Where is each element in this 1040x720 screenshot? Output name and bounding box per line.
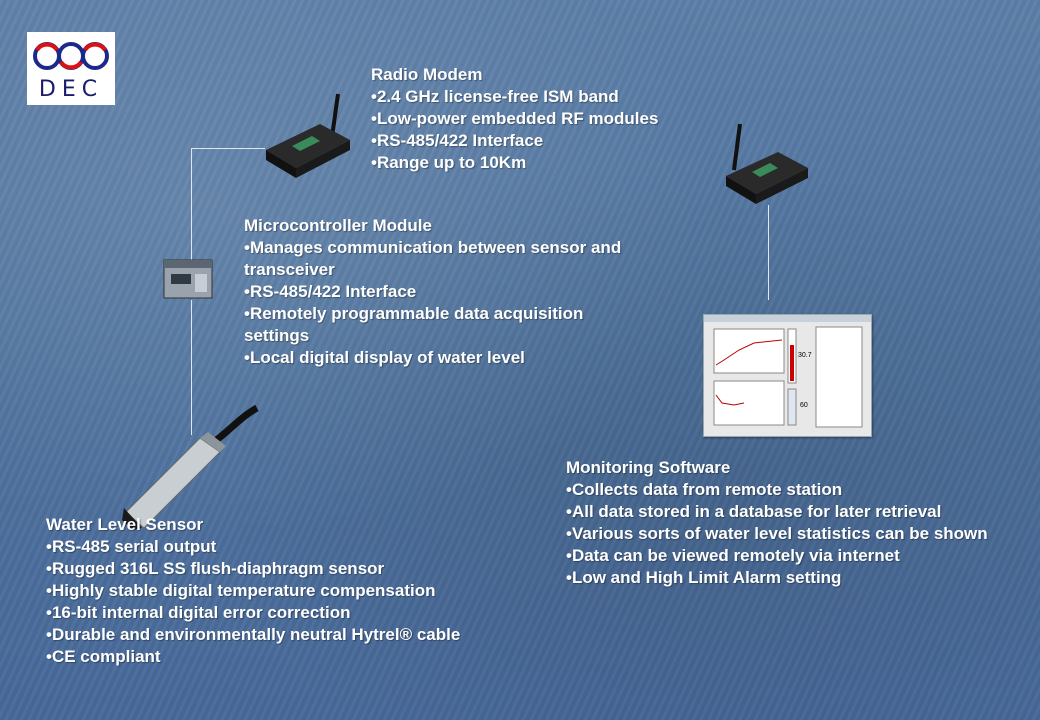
bullet-item: •All data stored in a database for later… (566, 502, 942, 521)
bullet-item: •Collects data from remote station (566, 480, 843, 499)
connector-line (191, 148, 192, 260)
bullet-item: •Local digital display of water level (244, 348, 525, 367)
bullet-item: •Manages communication between sensor an… (244, 238, 622, 279)
microcontroller-text: Microcontroller Module •Manages communic… (244, 215, 674, 369)
radio-modem-image (266, 93, 350, 178)
monitoring-software-text: Monitoring Software •Collects data from … (566, 457, 1036, 589)
connector-line (191, 148, 265, 149)
bullet-item: •Highly stable digital temperature compe… (46, 581, 436, 600)
dec-logo: DEC (27, 32, 115, 105)
bullet-item: •RS-485 serial output (46, 537, 217, 556)
connector-line (191, 300, 192, 435)
monitoring-software-screenshot: 30.7 60 (703, 314, 872, 437)
bullet-item: •Various sorts of water level statistics… (566, 524, 988, 543)
rings-icon (33, 42, 109, 70)
radio-modem-image-remote (726, 123, 808, 204)
bullet-item: •RS-485/422 Interface (371, 131, 544, 150)
bullet-item: •Low and High Limit Alarm setting (566, 568, 842, 587)
bullet-item: •Range up to 10Km (371, 153, 527, 172)
bullet-item: •Data can be viewed remotely via interne… (566, 546, 900, 565)
bullet-item: •Rugged 316L SS flush-diaphragm sensor (46, 559, 385, 578)
software-window: 30.7 60 (704, 315, 871, 428)
water-level-sensor-title: Water Level Sensor (46, 515, 204, 534)
connector-line (768, 205, 769, 300)
software-value-bottom: 60 (800, 402, 808, 409)
bullet-item: •Low-power embedded RF modules (371, 109, 659, 128)
water-level-sensor-text: Water Level Sensor •RS-485 serial output… (46, 514, 526, 668)
bullet-item: •Durable and environmentally neutral Hyt… (46, 625, 461, 644)
monitoring-software-title: Monitoring Software (566, 458, 731, 477)
bullet-item: •Remotely programmable data acquisition … (244, 304, 584, 345)
bullet-item: •2.4 GHz license-free ISM band (371, 87, 619, 106)
logo-text: DEC (38, 77, 104, 102)
radio-modem-title: Radio Modem (371, 65, 483, 84)
software-value-top: 30.7 (798, 352, 812, 359)
bullet-item: •16-bit internal digital error correctio… (46, 603, 351, 622)
bullet-item: •CE compliant (46, 647, 161, 666)
radio-modem-text: Radio Modem •2.4 GHz license-free ISM ba… (371, 64, 731, 174)
microcontroller-title: Microcontroller Module (244, 216, 432, 235)
bullet-item: •RS-485/422 Interface (244, 282, 417, 301)
water-level-sensor-image (122, 404, 259, 530)
microcontroller-image (163, 259, 213, 299)
